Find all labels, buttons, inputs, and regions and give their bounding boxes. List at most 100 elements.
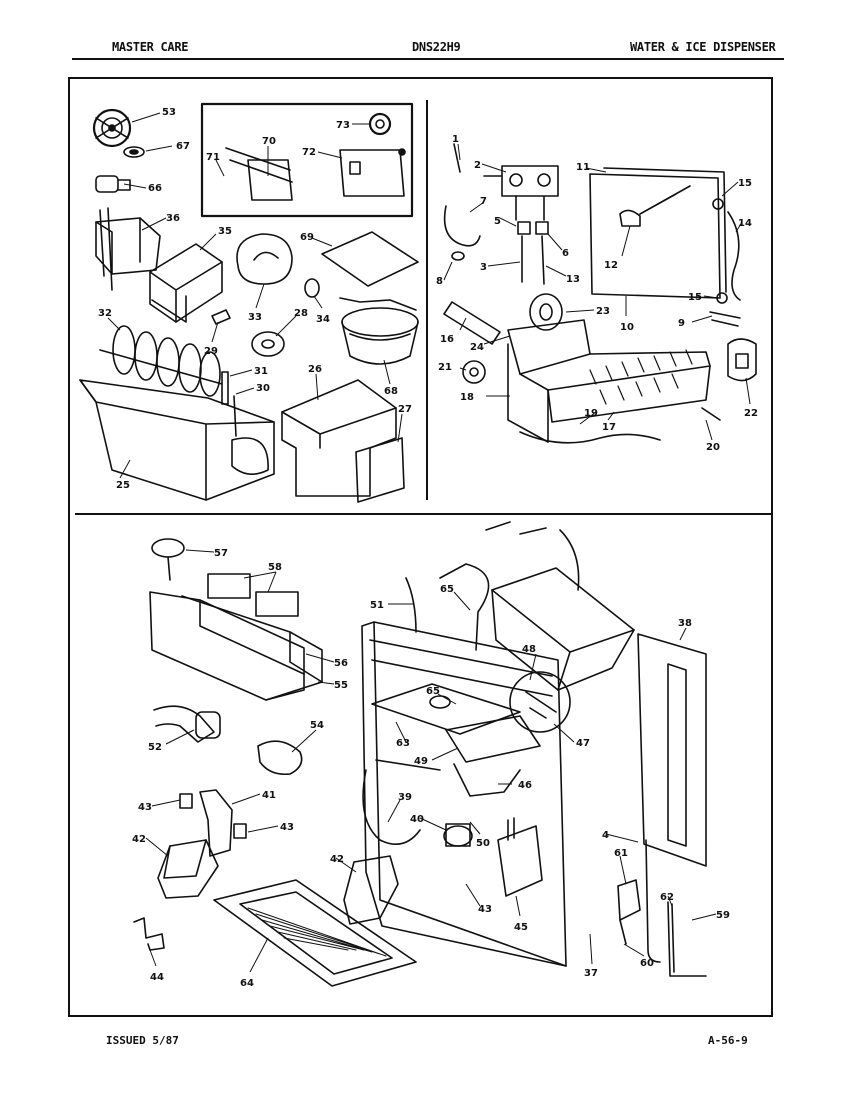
callout-63: 63 (396, 738, 410, 749)
callout-36: 36 (166, 213, 180, 224)
callout-20: 20 (706, 442, 720, 453)
callout-30: 30 (256, 383, 270, 394)
bushing-part-34 (304, 278, 320, 298)
callout-43-right: 43 (478, 904, 492, 915)
pad-part-42-right (343, 855, 399, 925)
callout-14: 14 (738, 218, 752, 229)
heater-part-16 (443, 301, 501, 345)
callout-65-upper: 65 (440, 584, 454, 595)
cam-part-33 (236, 233, 293, 285)
callout-40: 40 (410, 814, 424, 825)
container-part-68 (339, 297, 419, 365)
shelf-part-63 (371, 683, 521, 735)
callout-48: 48 (522, 644, 536, 655)
callout-2: 2 (474, 160, 481, 171)
clip-part-29 (211, 309, 231, 325)
vertical-divider (426, 100, 428, 500)
callout-17: 17 (602, 422, 616, 433)
callout-38: 38 (678, 618, 692, 629)
ice-bucket-part-25 (79, 379, 275, 501)
callout-56: 56 (334, 658, 348, 669)
callout-4: 4 (602, 830, 609, 841)
mold-parts-17-18-24 (507, 319, 711, 443)
callout-65-lower: 65 (426, 686, 440, 697)
gear-part-28 (251, 331, 285, 357)
diagram-frame (68, 77, 773, 1017)
wire-parts-19-20 (519, 407, 721, 444)
switch-part-58 (207, 573, 299, 617)
callout-33: 33 (248, 312, 262, 323)
callout-11: 11 (576, 162, 590, 173)
funnel-part-37-top (491, 567, 635, 691)
callout-1: 1 (452, 134, 459, 145)
plate-part-69 (321, 231, 419, 287)
callout-5: 5 (494, 216, 501, 227)
magnifier-part-48-47 (509, 671, 571, 733)
callout-39: 39 (398, 792, 412, 803)
callout-16: 16 (440, 334, 454, 345)
callout-67: 67 (176, 141, 190, 152)
callout-46: 46 (518, 780, 532, 791)
callout-41: 41 (262, 790, 276, 801)
callout-71: 71 (206, 152, 220, 163)
callout-34: 34 (316, 314, 330, 325)
callout-15-upper: 15 (738, 178, 752, 189)
tube-part-1 (453, 143, 461, 173)
callout-60: 60 (640, 958, 654, 969)
callout-43-mid: 43 (280, 822, 294, 833)
callout-25: 25 (116, 480, 130, 491)
housing-part-55 (181, 595, 323, 701)
lamp-part-54 (257, 740, 303, 776)
callout-22: 22 (744, 408, 758, 419)
callout-12: 12 (604, 260, 618, 271)
switch-part-22 (727, 338, 757, 382)
callout-23: 23 (596, 306, 610, 317)
callout-13: 13 (566, 274, 580, 285)
clips-part-43 (179, 793, 247, 839)
callout-44: 44 (150, 972, 164, 983)
door-part-27 (355, 437, 405, 503)
callout-18: 18 (460, 392, 474, 403)
callout-29: 29 (204, 346, 218, 357)
gear-part-53 (92, 108, 132, 148)
motor-part-36 (95, 207, 161, 291)
callout-54: 54 (310, 720, 324, 731)
harness-part-14 (712, 198, 741, 301)
callout-73: 73 (336, 120, 350, 131)
callout-24: 24 (470, 342, 484, 353)
callout-15-lower: 15 (688, 292, 702, 303)
callout-10: 10 (620, 322, 634, 333)
tube-parts-59-62 (667, 901, 707, 977)
grille-part-64 (213, 879, 417, 987)
inset-box-70-73 (200, 102, 414, 218)
callout-45: 45 (514, 922, 528, 933)
fill-cup-part-23 (529, 293, 563, 331)
housing-part-37 (361, 621, 567, 967)
callout-52: 52 (148, 742, 162, 753)
cover-part-45 (497, 817, 543, 897)
callout-42-right: 42 (330, 854, 344, 865)
page-code: A-56-9 (708, 1034, 748, 1047)
brand-label: MASTER CARE (112, 40, 189, 54)
callout-49: 49 (414, 756, 428, 767)
callout-58: 58 (268, 562, 282, 573)
actuator-part-41 (199, 789, 233, 857)
callout-27: 27 (398, 404, 412, 415)
switch-part-40-50 (443, 823, 473, 847)
callout-7: 7 (480, 196, 487, 207)
model-number: DNS22H9 (412, 40, 461, 54)
callout-26: 26 (308, 364, 322, 375)
ice-maker-head-part-11 (589, 167, 727, 299)
callout-47: 47 (576, 738, 590, 749)
callout-50: 50 (476, 838, 490, 849)
callout-70: 70 (262, 136, 276, 147)
spring-part-52 (153, 705, 221, 743)
solenoid-part-57 (151, 538, 185, 581)
mold-fins (589, 349, 693, 405)
callout-69: 69 (300, 232, 314, 243)
callout-72: 72 (302, 147, 316, 158)
callout-53: 53 (162, 107, 176, 118)
issued-date: ISSUED 5/87 (106, 1034, 179, 1047)
tube-parts-4-61-60 (617, 839, 661, 963)
